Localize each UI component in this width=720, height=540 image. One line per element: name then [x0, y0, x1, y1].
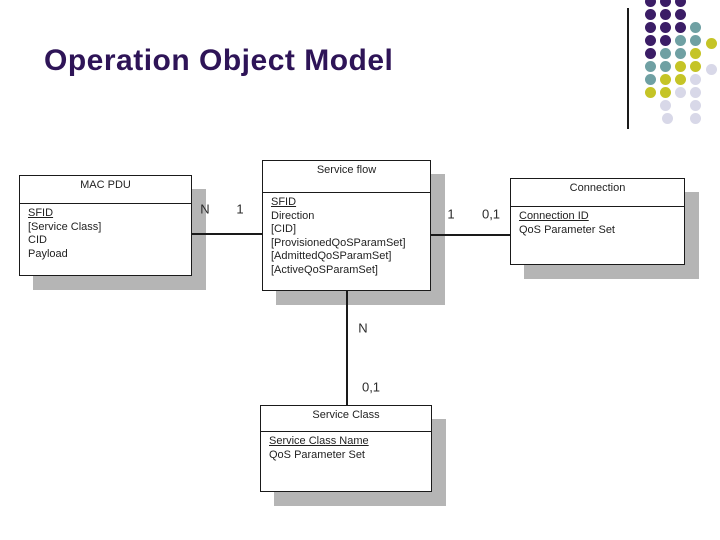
- decoration-dot: [659, 8, 671, 20]
- class-title-service-flow: Service flow: [263, 161, 430, 194]
- decoration-dot: [674, 0, 686, 7]
- class-title-mac-pdu: MAC PDU: [20, 176, 191, 205]
- class-title-connection: Connection: [511, 179, 684, 208]
- class-attribute: Service Class Name: [269, 435, 369, 448]
- class-attribute: QoS Parameter Set: [269, 448, 365, 461]
- connector-serviceflow-serviceclass: [346, 291, 348, 405]
- decoration-dot: [674, 60, 686, 72]
- decoration-dot: [689, 34, 701, 46]
- multiplicity-label: 0,1: [481, 206, 501, 222]
- decoration-dot: [644, 0, 656, 7]
- decoration-dot: [644, 73, 656, 85]
- connector-serviceflow-connection: [431, 234, 510, 236]
- class-attribute: Payload: [28, 247, 68, 260]
- class-attribute: Direction: [271, 209, 315, 222]
- decoration-dot: [689, 21, 701, 33]
- decoration-dot: [659, 73, 671, 85]
- decoration-dot: [674, 21, 686, 33]
- connector-macpdu-serviceflow: [192, 233, 262, 235]
- decoration-dot: [644, 60, 656, 72]
- multiplicity-label: 1: [447, 206, 455, 222]
- decoration-dot: [644, 86, 656, 98]
- decoration-dot: [659, 34, 671, 46]
- decoration-dot: [659, 47, 671, 59]
- decoration-dot: [674, 47, 686, 59]
- class-attribute: [CID]: [271, 223, 297, 236]
- decoration-dot: [689, 99, 701, 111]
- decoration-dot: [705, 63, 717, 75]
- decoration-divider-line: [627, 8, 629, 129]
- class-attribute: SFID: [271, 196, 297, 209]
- multiplicity-label: N: [200, 201, 210, 217]
- decoration-dot: [674, 73, 686, 85]
- multiplicity-label: 0,1: [361, 379, 381, 395]
- class-attribute: [AdmittedQoSParamSet]: [271, 250, 392, 263]
- page-title: Operation Object Model: [44, 44, 394, 77]
- decoration-dot: [644, 47, 656, 59]
- class-attribute: [ActiveQoSParamSet]: [271, 263, 378, 276]
- multiplicity-label: N: [358, 320, 368, 336]
- decoration-dot: [661, 112, 673, 124]
- decoration-dot: [689, 86, 701, 98]
- class-title-service-class: Service Class: [261, 406, 431, 433]
- multiplicity-label: 1: [236, 201, 244, 217]
- decoration-dot: [689, 47, 701, 59]
- decoration-dot: [689, 60, 701, 72]
- decoration-dot: [659, 60, 671, 72]
- decoration-dot: [659, 21, 671, 33]
- decoration-dot: [644, 21, 656, 33]
- decoration-dot: [674, 34, 686, 46]
- class-attribute: [Service Class]: [28, 220, 102, 233]
- decoration-dot: [644, 8, 656, 20]
- decoration-dot: [659, 99, 671, 111]
- class-attribute: Connection ID: [519, 210, 589, 223]
- decoration-dot: [674, 8, 686, 20]
- decoration-dot: [659, 0, 671, 7]
- class-attribute: QoS Parameter Set: [519, 223, 615, 236]
- decoration-dot: [705, 37, 717, 49]
- class-attribute: SFID: [28, 207, 54, 220]
- decoration-dot: [644, 34, 656, 46]
- decoration-dot: [689, 73, 701, 85]
- class-attribute: [ProvisionedQoSParamSet]: [271, 236, 406, 249]
- class-attribute: CID: [28, 234, 47, 247]
- decoration-dot: [689, 112, 701, 124]
- decoration-dot: [674, 86, 686, 98]
- decoration-dot: [659, 86, 671, 98]
